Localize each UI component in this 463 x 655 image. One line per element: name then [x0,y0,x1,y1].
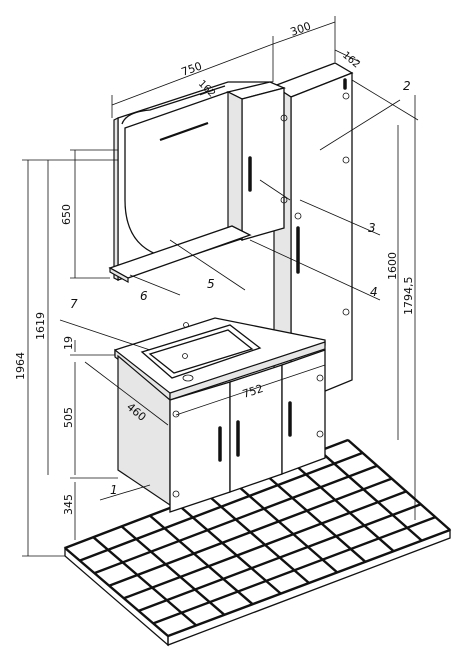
dim-base-height: 505 [62,407,75,428]
tile-line [318,449,423,542]
tile-line [234,482,338,574]
dim-mirror-height: 650 [60,204,73,225]
dimension-lines [22,16,419,557]
tile-line [205,493,310,584]
tile-line [92,536,197,627]
tile-line [290,460,395,553]
dim-total-height: 1964 [14,352,27,380]
tile-line [138,503,422,612]
dim-column-height: 1600 [386,252,399,280]
callout-7: 7 [70,297,78,311]
tile-line [120,525,226,616]
mirror-cabinet [226,81,288,242]
dim-top-width: 750 [180,59,204,78]
dim-leg-height: 345 [62,494,75,515]
callout-3: 3 [368,221,376,235]
tile-line [64,547,169,637]
floor-tiles [63,438,452,647]
callout-2: 2 [403,79,411,93]
callout-1: 1 [110,483,118,497]
dim-cabinet-width: 300 [289,19,313,38]
callout-leaders [59,99,401,501]
vanity-base [117,349,326,513]
tile-line [347,439,451,531]
dim-column-full-height: 1794,5 [402,277,415,316]
callout-4: 4 [370,285,378,299]
tile-line [123,490,407,600]
callout-6: 6 [140,289,148,303]
tile-line [262,471,367,563]
tile-line [167,528,451,638]
tile-line [149,514,254,606]
tile-line [177,503,282,595]
tile-line [79,451,363,562]
dim-mirror-top-height: 1619 [34,312,47,340]
tile-line [152,516,436,625]
glass-shelf [108,225,252,284]
vanity-countertop [114,317,326,402]
tile-line [108,477,393,587]
dim-countertop-thickness: 19 [62,336,75,350]
tile-line [94,464,378,575]
dim-vanity-width: 752 [241,382,265,401]
callout-5: 5 [207,277,215,291]
